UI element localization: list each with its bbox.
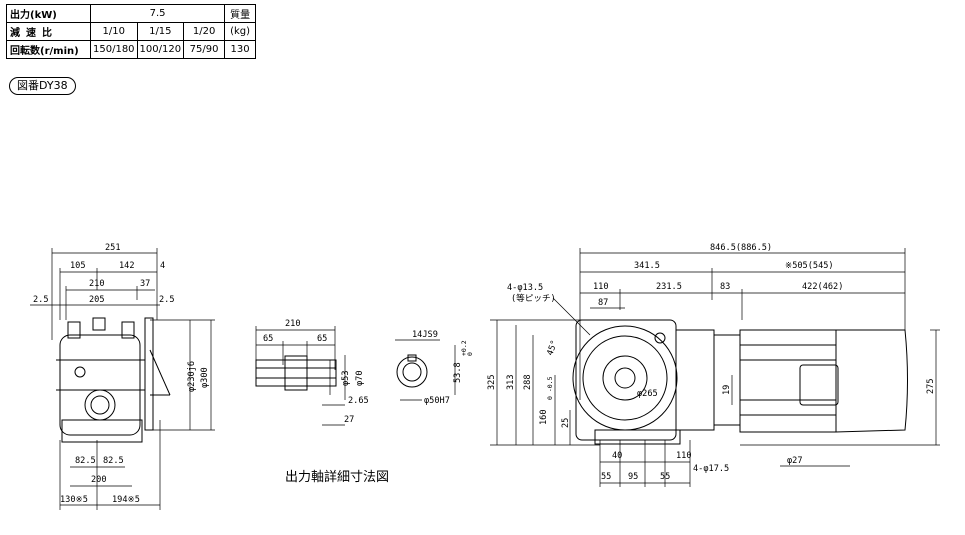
front-d110-b: 110 [676, 451, 692, 461]
side-d2-5-right: 2.5 [159, 295, 175, 305]
shaft-detail-drawing [255, 354, 428, 391]
side-d200: 200 [91, 475, 107, 485]
shaft-d210: 210 [285, 319, 301, 329]
front-d231: 231.5 [656, 282, 682, 292]
side-d105: 105 [70, 261, 86, 271]
front-d55-a: 55 [601, 472, 611, 482]
speed-label: 回転数(r/min) [6, 40, 91, 59]
figure-number-badge: 図番DY38 [9, 77, 76, 95]
front-d341: 341.5 [634, 261, 660, 271]
shaft-d53: φ53 [341, 370, 351, 386]
front-d313: 313 [506, 374, 516, 390]
shaft-d27: 27 [344, 415, 354, 425]
side-d251: 251 [105, 243, 121, 253]
front-hole-note-1: 4-φ13.5 [507, 283, 543, 293]
front-d4-17: 4-φ17.5 [693, 464, 729, 474]
side-d142: 142 [119, 261, 135, 271]
side-d4: 4 [160, 261, 165, 271]
side-d130: 130※5 [60, 495, 88, 505]
shaft-tol-upper: +0.2 [460, 340, 468, 356]
front-d325: 325 [487, 374, 497, 390]
side-d230j6: φ230j6 [187, 361, 197, 392]
front-d27: φ27 [787, 456, 803, 466]
front-d160: 160 [539, 409, 549, 425]
front-d265: φ265 [637, 389, 658, 399]
front-d19: 19 [722, 385, 732, 395]
front-d87: 87 [598, 298, 608, 308]
side-d205: 205 [89, 295, 105, 305]
front-d25: 25 [561, 418, 571, 428]
side-d82-5-b: 82.5 [103, 456, 124, 466]
front-d55-b: 55 [660, 472, 670, 482]
side-d210: 210 [89, 279, 105, 289]
shaft-bore: φ50H7 [424, 396, 450, 406]
shaft-keyway: 14JS9 [412, 330, 438, 340]
spec-table: 出力(kW) 7.5 質量 減速比 1/10 1/15 1/20 (kg) 回転… [6, 4, 257, 59]
spec-row-power: 出力(kW) 7.5 質量 [6, 4, 257, 23]
shaft-d53-8: 53.8 [453, 362, 463, 383]
caption-shaft-detail: 出力軸詳細寸法図 [285, 469, 389, 485]
side-d2-5-left: 2.5 [33, 295, 49, 305]
side-d37: 37 [140, 279, 150, 289]
side-d194: 194※5 [112, 495, 140, 505]
shaft-d70: φ70 [355, 370, 365, 386]
front-d40: 40 [612, 451, 622, 461]
shaft-d2-65: 2.65 [348, 396, 369, 406]
side-d300: φ300 [200, 367, 210, 388]
front-d422: 422(462) [802, 282, 843, 292]
spec-row-speed: 回転数(r/min) 150/180 100/120 75/90 130 [6, 40, 257, 59]
shaft-d65-a: 65 [263, 334, 273, 344]
front-d275: 275 [926, 378, 936, 394]
speed-3: 75/90 [183, 40, 226, 59]
side-view-drawing [56, 317, 171, 443]
mass-value: 130 [224, 40, 257, 59]
spec-row-ratio: 減速比 1/10 1/15 1/20 (kg) [6, 22, 257, 41]
dimension-lines [30, 248, 940, 510]
front-d95: 95 [628, 472, 638, 482]
speed-1: 150/180 [90, 40, 138, 59]
shaft-d65-b: 65 [317, 334, 327, 344]
front-d846: 846.5(886.5) [710, 243, 772, 253]
front-d288: 288 [523, 374, 533, 390]
front-view-drawing [572, 319, 908, 445]
front-d160-tol: 0 -0.5 [546, 376, 554, 400]
front-hole-note-2: (等ピッチ) [511, 292, 556, 304]
side-d82-5-a: 82.5 [75, 456, 96, 466]
shaft-tol-lower: 0 [466, 352, 474, 356]
front-d505: ※505(545) [785, 261, 834, 271]
front-d45: 45° [545, 339, 560, 357]
front-d83: 83 [720, 282, 730, 292]
front-d110: 110 [593, 282, 609, 292]
